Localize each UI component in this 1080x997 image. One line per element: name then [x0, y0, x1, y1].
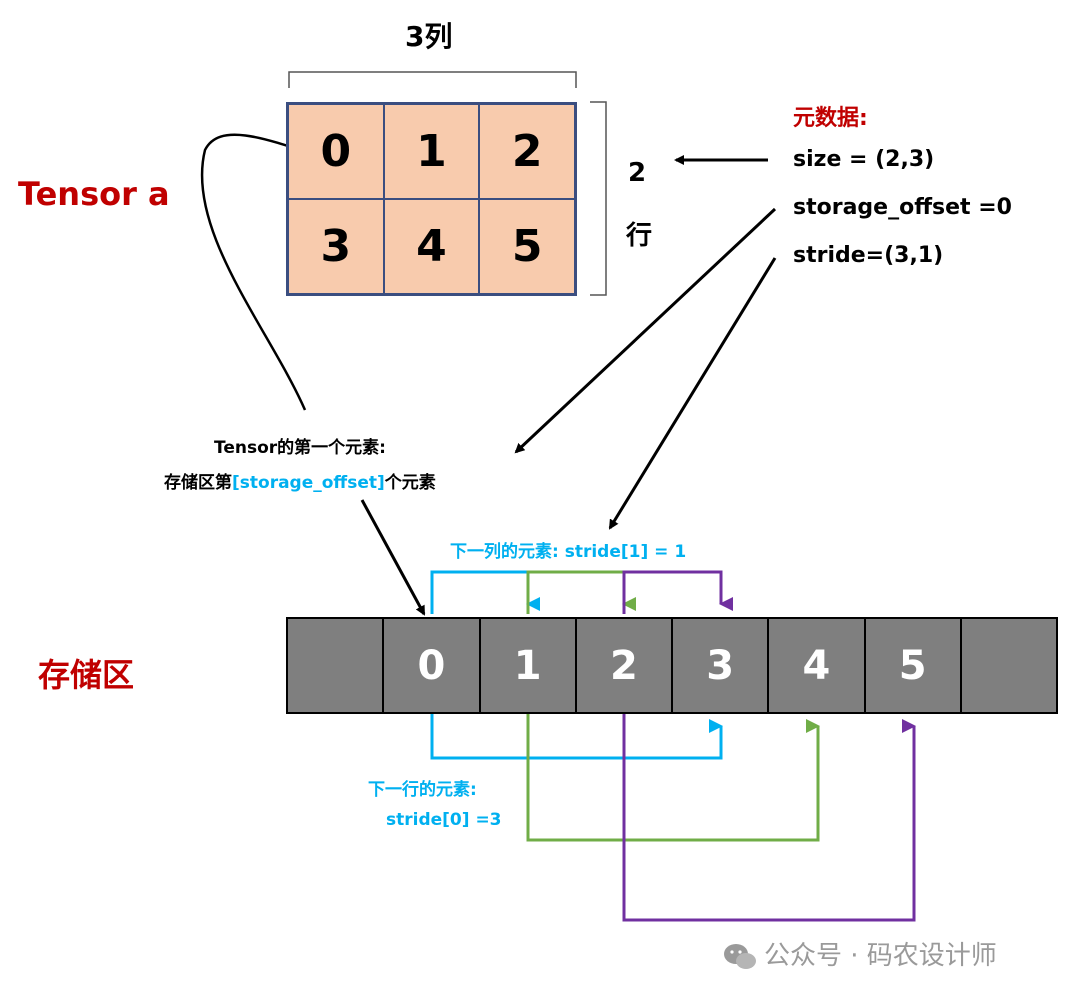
- note-suffix: 个元素: [384, 473, 436, 493]
- row-step-blue: [430, 714, 723, 760]
- tensor-cell: 2: [479, 104, 575, 199]
- column-count-label: 3列: [405, 20, 453, 53]
- tensor-label: Tensor a: [18, 175, 170, 213]
- first-element-note-line1: Tensor的第一个元素:: [214, 438, 386, 458]
- tensor-cell: 0: [288, 104, 384, 199]
- storage-cell: 4: [769, 619, 866, 712]
- storage-cell: 2: [576, 619, 673, 712]
- column-bracket: [288, 71, 577, 88]
- offset-arrow: [514, 207, 777, 454]
- storage-cell: [288, 619, 385, 712]
- next-column-note: 下一列的元素: stride[1] = 1: [450, 542, 687, 562]
- tensor-cell: 1: [383, 104, 480, 199]
- metadata-title: 元数据:: [793, 106, 868, 131]
- note-prefix: 存储区第: [164, 473, 232, 493]
- tensor-cell: 5: [479, 199, 575, 294]
- storage-cell: [961, 619, 1056, 712]
- storage-label: 存储区: [38, 656, 135, 694]
- storage-cell: 1: [480, 619, 577, 712]
- storage-cell: 5: [865, 619, 962, 712]
- row-count-unit: 行: [626, 221, 653, 251]
- note-highlight: [storage_offset]: [232, 473, 385, 493]
- row-count-number: 2: [628, 158, 647, 188]
- row-bracket: [590, 101, 607, 296]
- next-row-note-line1: 下一行的元素:: [368, 780, 477, 800]
- tensor-grid: 0 1 2 3 4 5: [286, 102, 577, 296]
- watermark: 公众号 · 码农设计师: [722, 935, 997, 972]
- storage-cell: 0: [384, 619, 481, 712]
- metadata-storage-offset: storage_offset =0: [793, 195, 1012, 220]
- storage-cell: 3: [673, 619, 770, 712]
- first-element-arrow: [360, 499, 426, 616]
- watermark-text: 公众号 · 码农设计师: [764, 941, 997, 971]
- col-step-blue: [430, 570, 540, 614]
- row-step-purple: [622, 714, 916, 922]
- tensor-cell: 4: [383, 199, 480, 294]
- storage-strip: 0 1 2 3 4 5: [286, 617, 1058, 714]
- first-element-note-line2: 存储区第[storage_offset]个元素: [164, 468, 436, 493]
- col-step-purple: [622, 570, 733, 614]
- col-step-green: [526, 570, 636, 614]
- row-step-green: [526, 714, 820, 842]
- first-element-curve: [200, 133, 331, 411]
- metadata-size: size = (2,3): [793, 147, 935, 172]
- next-row-note-line2: stride[0] =3: [386, 810, 502, 830]
- wechat-icon: [724, 943, 756, 969]
- stride-arrow: [608, 257, 777, 530]
- tensor-cell: 3: [288, 199, 384, 294]
- metadata-stride: stride=(3,1): [793, 243, 944, 268]
